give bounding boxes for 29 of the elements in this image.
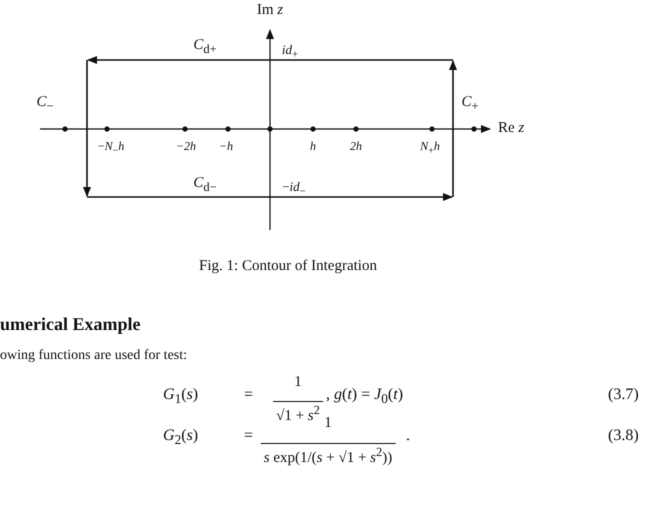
- tick-label: −N$_{−}$h: [98, 140, 124, 156]
- tick-label: N$_{+}$h: [420, 140, 440, 156]
- numerator: 1: [324, 415, 332, 432]
- equation-term: G$_{2}$(s): [163, 427, 198, 448]
- equation-sign: =: [244, 386, 254, 404]
- body-text: owing functions are used for test:: [0, 348, 188, 364]
- equation-number: (3.7): [608, 386, 639, 404]
- tick-label: 2h: [350, 140, 362, 154]
- contour-label: C$_{−}$: [36, 94, 54, 114]
- contour-label: C$_{+}$: [461, 94, 479, 114]
- axis-label: Im z: [256, 2, 284, 18]
- equation-number: (3.8): [608, 427, 639, 445]
- equation-term: G$_{1}$(s): [163, 386, 198, 407]
- section-heading: umerical Example: [0, 315, 140, 335]
- point-label: −id$_{−}$: [282, 180, 306, 198]
- denominator: √1 + s$^{2}$: [273, 401, 323, 424]
- contour-label: C$_{d−}$: [193, 175, 217, 195]
- point-label: id$_{+}$: [282, 43, 298, 62]
- denominator: s exp(1/(s + √1 + s$^{2}$)): [260, 443, 396, 466]
- numerator: 1: [294, 374, 302, 390]
- axis-label: Re z: [498, 120, 524, 136]
- equation-sign: =: [244, 427, 254, 445]
- equation-term: , g(t) = J$_{0}$(t): [326, 386, 404, 407]
- equation-sign: .: [406, 427, 410, 445]
- figure-caption: Fig. 1: Contour of Integration: [199, 258, 377, 274]
- tick-label: h: [310, 140, 316, 154]
- tick-label: −h: [218, 140, 234, 154]
- contour-label: C$_{d+}$: [193, 37, 217, 57]
- tick-label: −2h: [176, 140, 196, 154]
